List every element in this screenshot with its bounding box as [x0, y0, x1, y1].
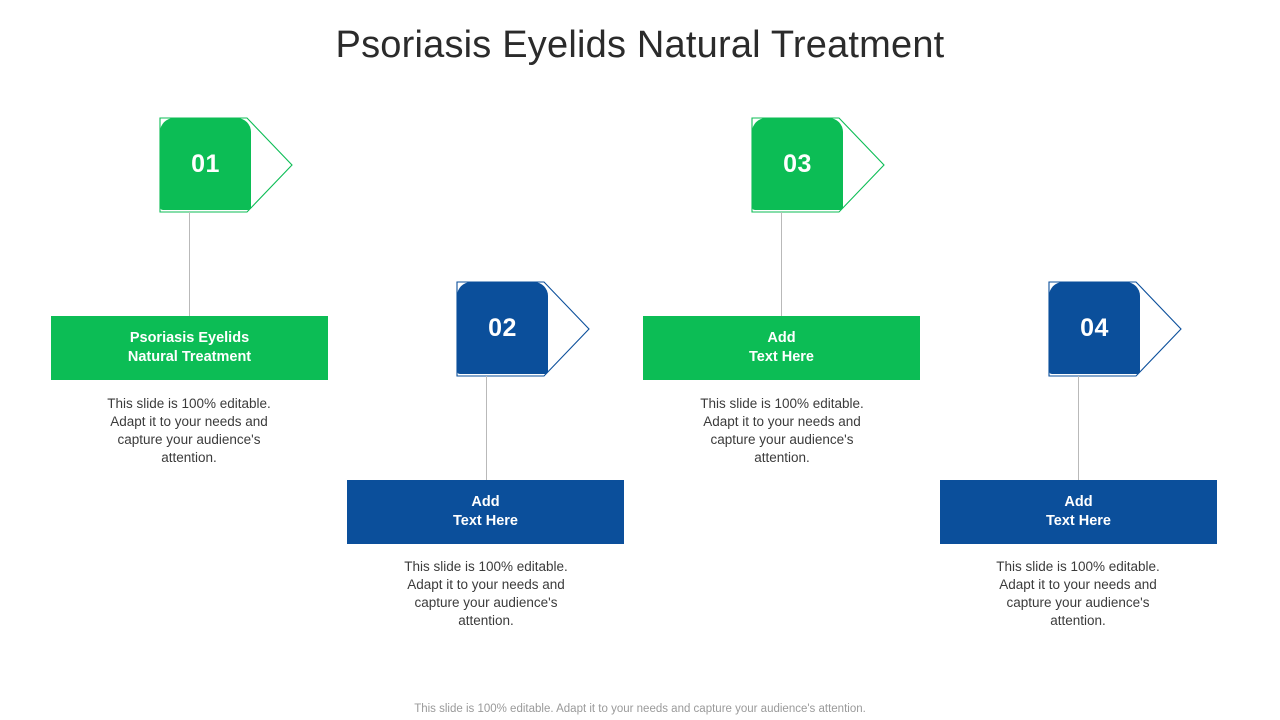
- step-badge-04[interactable]: 04: [1049, 282, 1140, 374]
- step-heading-text-04: Add Text Here: [1045, 494, 1111, 529]
- step-heading-box-02[interactable]: Add Text Here: [347, 480, 624, 544]
- step-heading-box-01[interactable]: Psoriasis Eyelids Natural Treatment: [51, 316, 328, 380]
- step-heading-text-01: Psoriasis Eyelids Natural Treatment: [127, 330, 252, 365]
- connector-line-04: [1078, 376, 1079, 481]
- step-body-text-01: This slide is 100% editable. Adapt it to…: [107, 396, 271, 465]
- step-number-04: 04: [1080, 313, 1109, 342]
- step-body-text-04: This slide is 100% editable. Adapt it to…: [996, 559, 1160, 628]
- step-heading-box-04[interactable]: Add Text Here: [940, 480, 1217, 544]
- step-body-text-03: This slide is 100% editable. Adapt it to…: [700, 396, 864, 465]
- step-heading-text-03: Add Text Here: [748, 330, 814, 365]
- page-title: Psoriasis Eyelids Natural Treatment: [335, 24, 945, 66]
- step-badge-03[interactable]: 03: [752, 118, 843, 210]
- step-body-text-02: This slide is 100% editable. Adapt it to…: [404, 559, 568, 628]
- step-number-01: 01: [191, 149, 220, 178]
- step-badge-01[interactable]: 01: [160, 118, 251, 210]
- step-number-02: 02: [488, 313, 517, 342]
- step-number-03: 03: [783, 149, 812, 178]
- step-heading-text-02: Add Text Here: [452, 494, 518, 529]
- step-heading-box-03[interactable]: Add Text Here: [643, 316, 920, 380]
- step-badge-02[interactable]: 02: [457, 282, 548, 374]
- connector-line-02: [486, 376, 487, 481]
- footer-note: This slide is 100% editable. Adapt it to…: [414, 703, 866, 715]
- connector-line-01: [189, 212, 190, 317]
- connector-line-03: [781, 212, 782, 317]
